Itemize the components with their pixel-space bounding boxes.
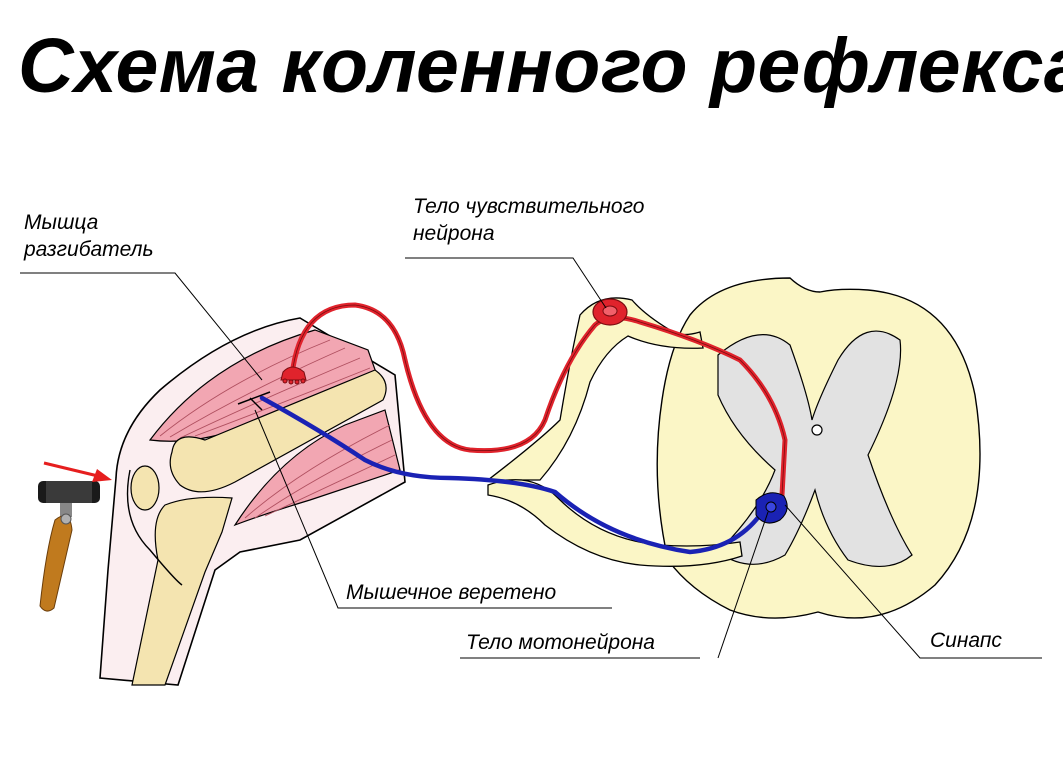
central-canal	[811, 424, 823, 436]
sensory-neuron-nucleus	[602, 305, 618, 317]
page-title: Схема коленного рефлекса	[18, 23, 1063, 109]
flexor-muscle	[233, 409, 401, 527]
motoneuron-label: Тело мотонейрона	[466, 631, 655, 654]
sensory-neuron-label-line1: Тело чувствительного	[413, 195, 645, 218]
sensory-neuron-outline	[291, 304, 786, 496]
sensory-neuron-label: Тело чувствительного нейрона	[413, 193, 644, 247]
muscle-label: Мышца разгибатель	[24, 209, 154, 263]
muscle-label-line2: разгибатель	[24, 238, 154, 261]
ventral-root	[487, 479, 743, 567]
sensory-neuron-label-line2: нейрона	[413, 222, 495, 245]
muscle-spindle	[237, 391, 271, 411]
motoneuron-nucleus	[765, 501, 777, 513]
femur-bone	[169, 369, 387, 493]
leader-lines	[20, 257, 1042, 659]
spindle-label: Мышечное веретено	[346, 581, 557, 604]
flexor-fibers	[244, 424, 396, 519]
arrow-icon	[43, 461, 112, 482]
sensory-receptor	[280, 366, 307, 385]
reflex-hammer-icon	[38, 481, 100, 612]
muscle-label-line1: Мышца	[24, 211, 99, 234]
motor-neuron-fiber	[259, 395, 763, 555]
patella-bone	[130, 465, 160, 511]
patellar-tendon	[126, 469, 183, 586]
synapse-label: Синапс	[930, 629, 1002, 652]
tibia-bone	[131, 496, 233, 686]
